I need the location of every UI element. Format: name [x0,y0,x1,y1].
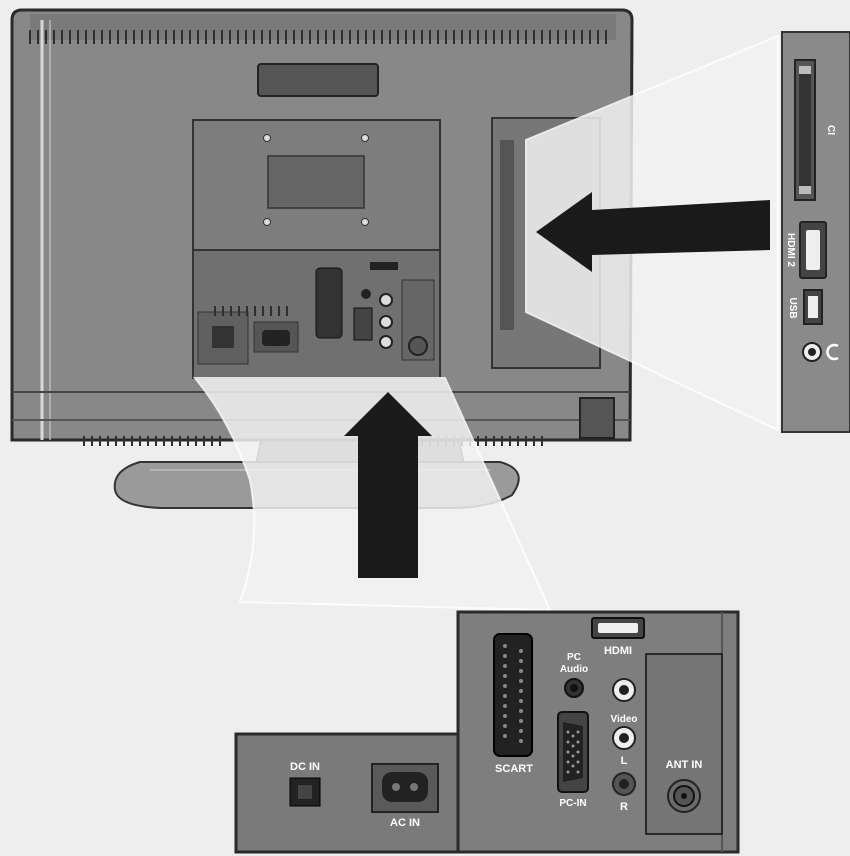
scart-label: SCART [495,763,533,775]
pc-audio-label-line1: PC [567,652,581,663]
hdmi2-label: HDMI 2 [785,233,796,267]
video-label: Video [610,714,637,725]
headphone-icon [826,343,839,361]
audio-r-label: R [620,801,628,813]
ac-in-label: AC IN [390,817,420,829]
hdmi-label: HDMI [604,645,632,657]
scart-port [493,633,533,757]
audio-l-label: L [621,755,628,767]
arrow-up-icon [344,392,432,578]
usb-label: USB [787,297,798,318]
ant-in-label: ANT IN [666,759,703,771]
arrow-left-icon [536,192,770,272]
pc-audio-label-line2: Audio [560,664,588,675]
ci-label: CI [825,125,836,135]
tv-back-housing [10,8,634,446]
dc-in-label: DC IN [290,761,320,773]
handle-slot [257,63,379,97]
side-panel-zoom: CI HDMI 2 USB [781,31,850,433]
pc-in-label: PC-IN [559,798,586,809]
bottom-connector-zoom: DC IN AC IN SCART PC Audio HDMI Video L [234,610,740,854]
